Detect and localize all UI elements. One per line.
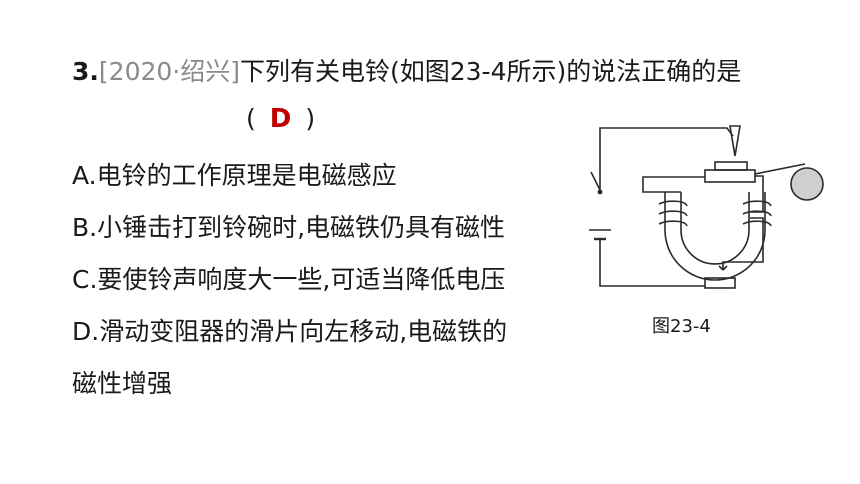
wire-armature-to-coil bbox=[642, 176, 705, 193]
wire-left-lower bbox=[599, 240, 705, 287]
paren-close: ) bbox=[305, 104, 316, 133]
bell-dome bbox=[790, 167, 824, 201]
answer-blank: ( D) bbox=[246, 104, 315, 134]
contact-screw bbox=[729, 125, 741, 157]
rheostat bbox=[704, 277, 736, 289]
switch bbox=[590, 171, 601, 191]
wire-to-rheostat bbox=[722, 217, 764, 270]
answer-letter: D bbox=[269, 104, 292, 134]
question-number: 3. bbox=[72, 57, 99, 86]
option-d-continued: 磁性增强 bbox=[72, 369, 173, 398]
question-source: [2020·绍兴] bbox=[98, 57, 240, 86]
coil-left bbox=[658, 200, 688, 227]
paren-open: ( bbox=[246, 104, 256, 133]
electric-bell-circuit-figure bbox=[589, 125, 824, 289]
armature bbox=[704, 169, 756, 183]
figure-caption: 图23-4 bbox=[652, 316, 711, 337]
question-stem: 3.[2020·绍兴]下列有关电铃(如图23-4所示)的说法正确的是 bbox=[72, 52, 741, 88]
electromagnet-core bbox=[664, 192, 766, 281]
wire-top-left bbox=[599, 127, 734, 190]
option-a: A.电铃的工作原理是电磁感应 bbox=[72, 161, 397, 190]
option-d: D.滑动变阻器的滑片向左移动,电磁铁的 bbox=[72, 317, 508, 346]
coil-right bbox=[742, 200, 772, 227]
hammer-rod bbox=[754, 163, 806, 175]
option-b: B.小锤击打到铃碗时,电磁铁仍具有磁性 bbox=[72, 213, 506, 242]
option-c: C.要使铃声响度大一些,可适当降低电压 bbox=[72, 265, 506, 294]
question-text: 下列有关电铃(如图23-4所示)的说法正确的是 bbox=[239, 57, 742, 86]
rheostat-slider bbox=[718, 265, 728, 271]
